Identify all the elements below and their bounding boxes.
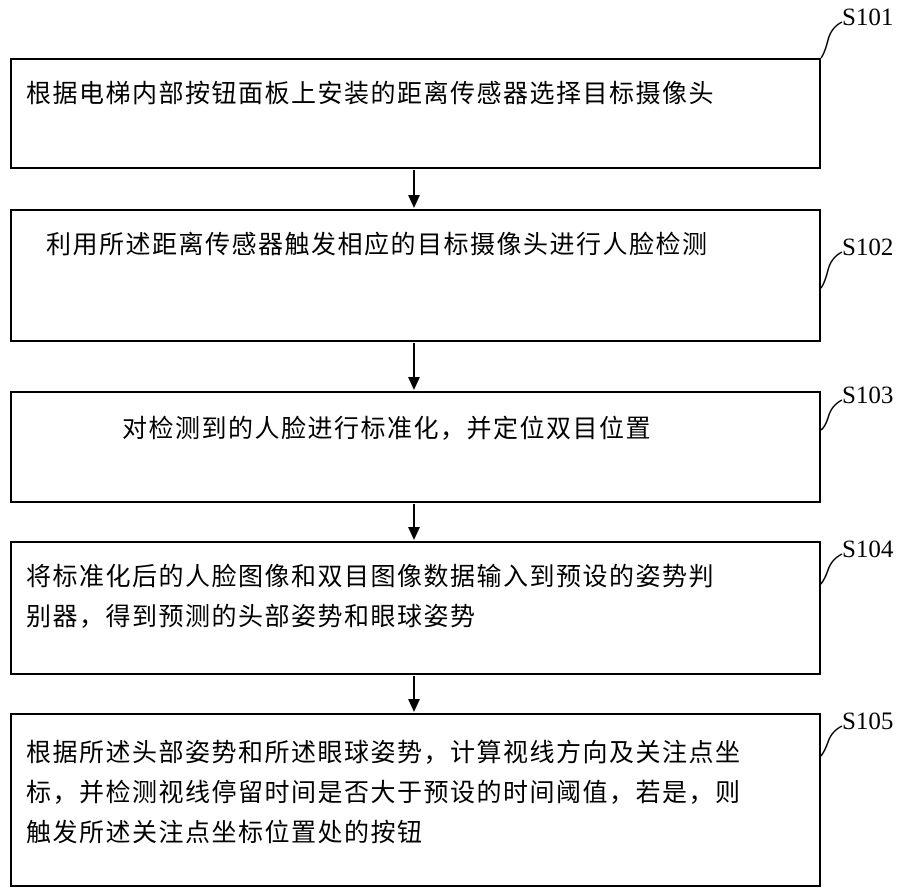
leader-line-s105: [821, 726, 842, 756]
leader-line-s104: [821, 554, 842, 584]
leader-line-s101: [821, 22, 842, 58]
flow-arrow-s102-s103: [408, 343, 420, 390]
flow-arrow-s104-s105: [408, 676, 420, 712]
leader-line-s103: [821, 400, 842, 430]
leader-line-s102: [821, 252, 842, 288]
flow-arrow-s103-s104: [408, 504, 420, 540]
flow-arrow-s101-s102: [408, 170, 420, 208]
